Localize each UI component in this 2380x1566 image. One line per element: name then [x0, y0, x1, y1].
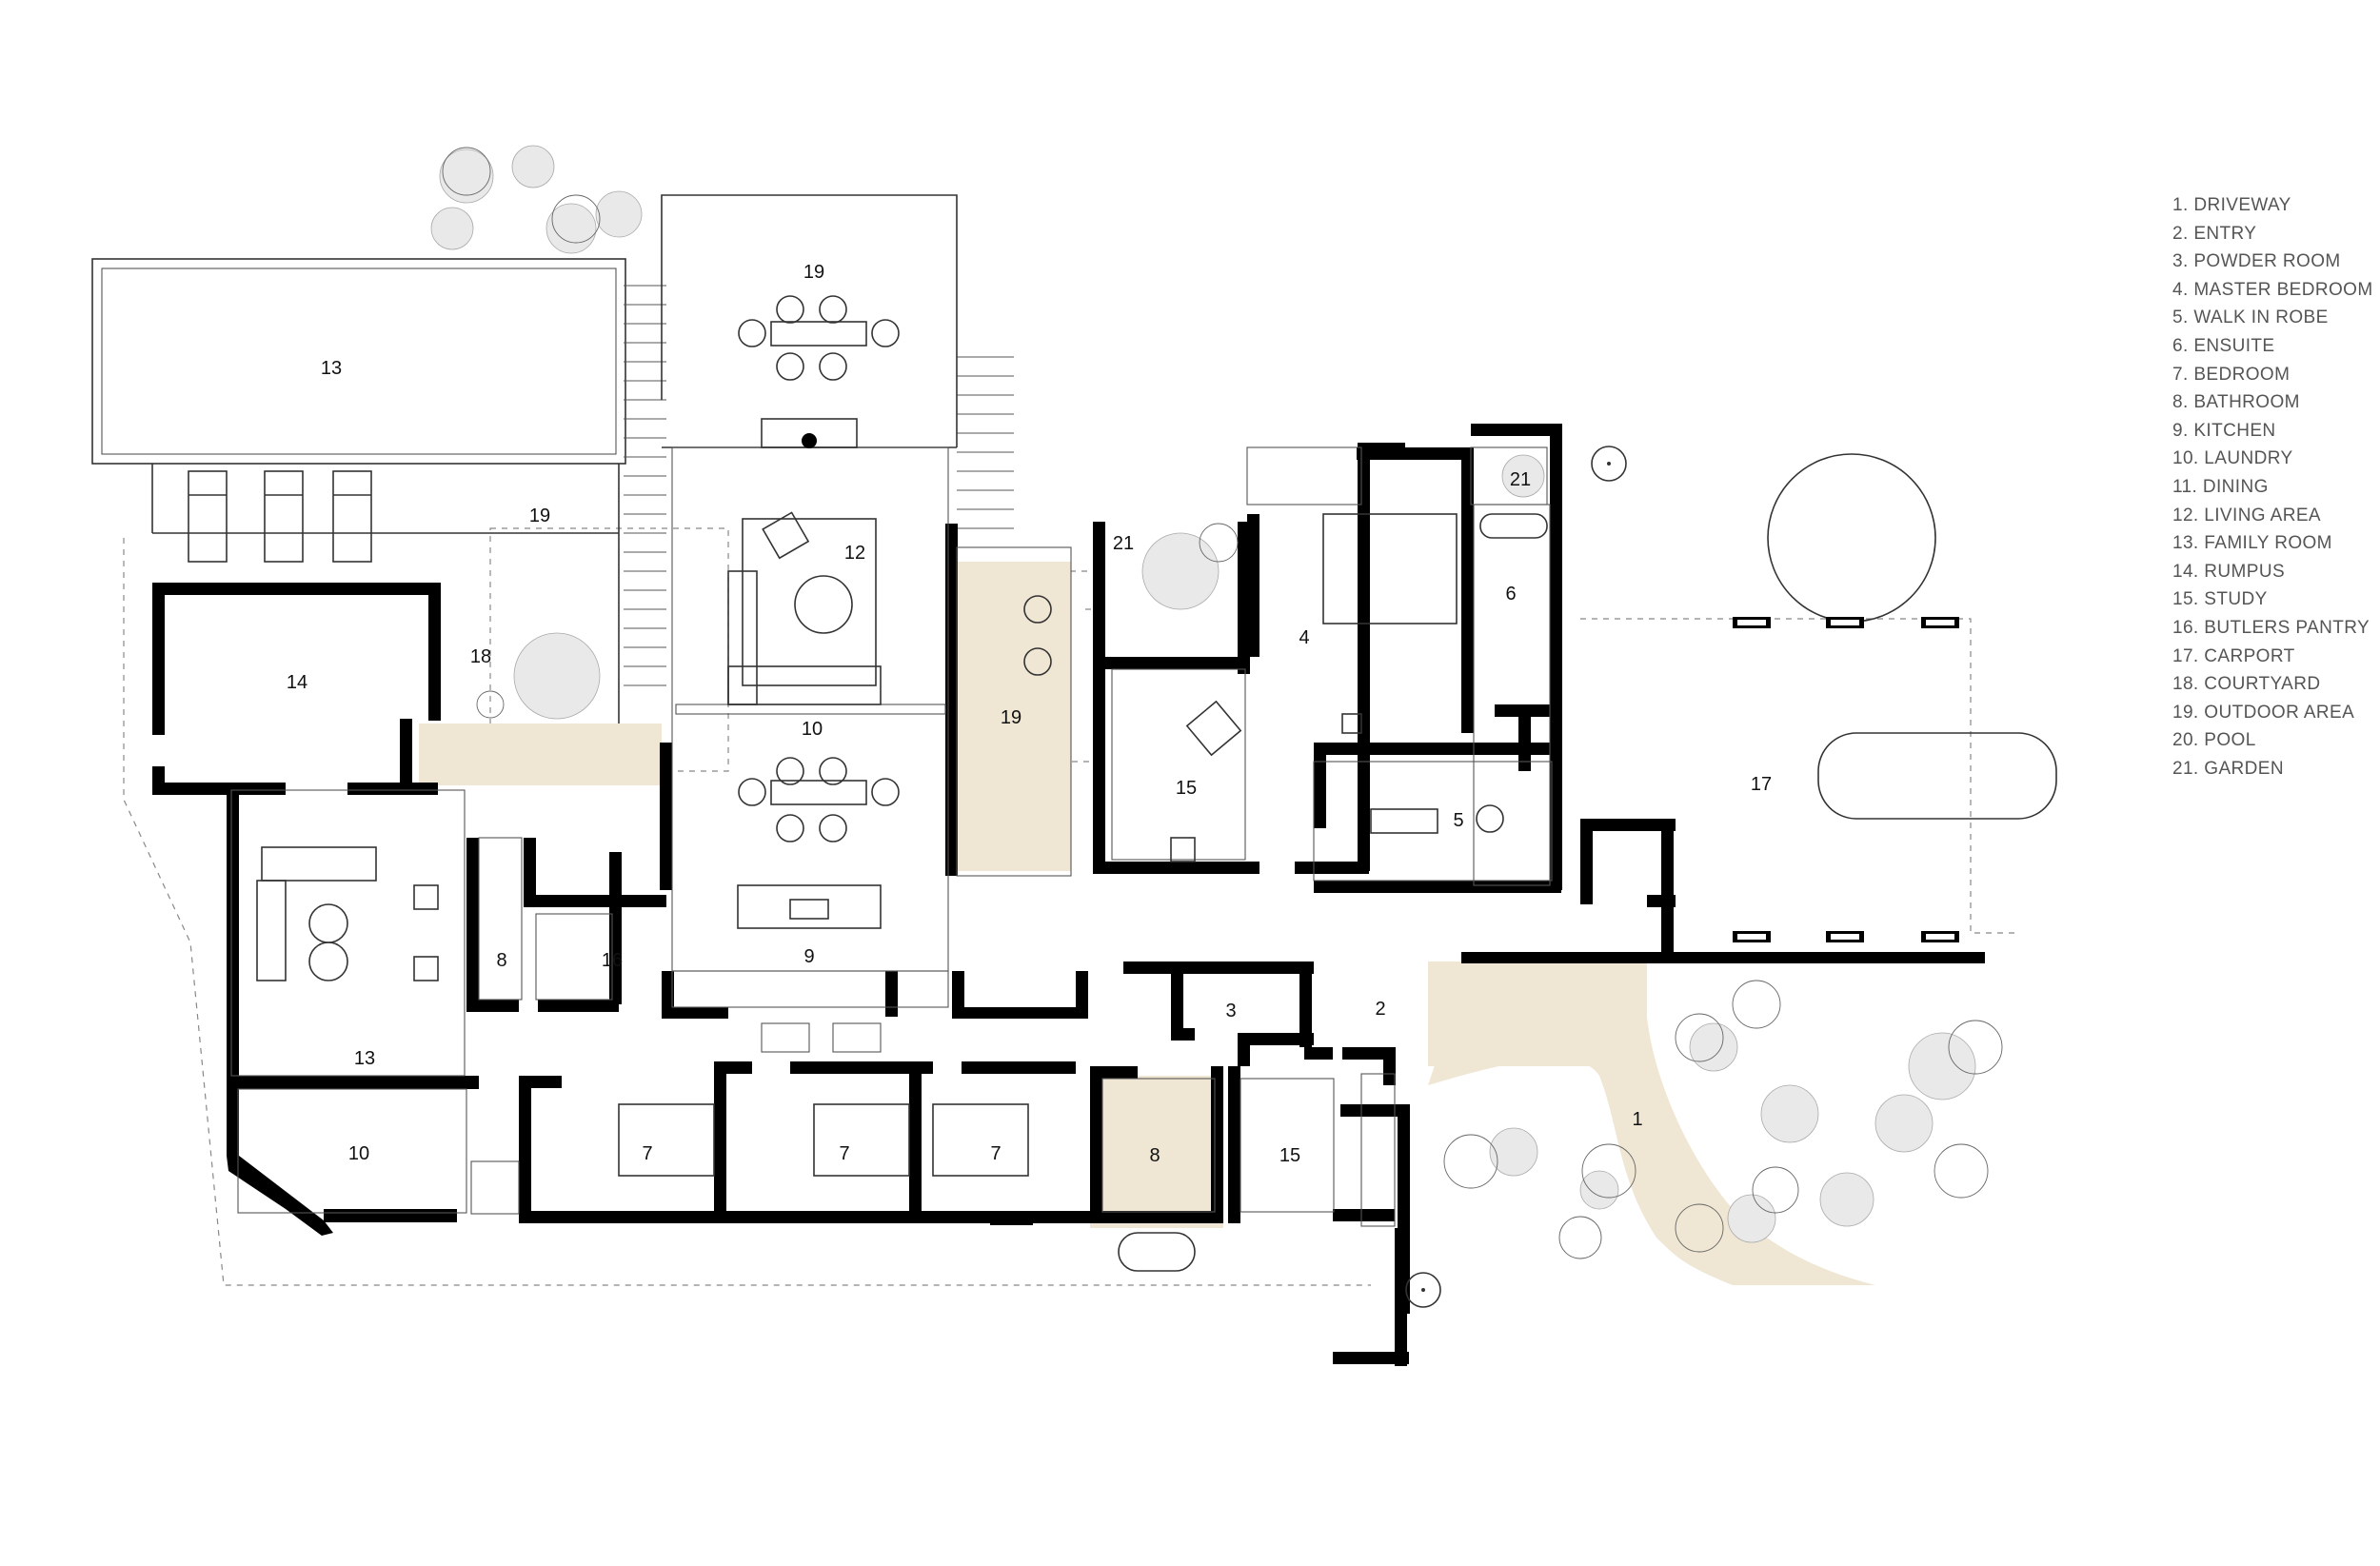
room-label-bedroom-2: 7 [839, 1143, 849, 1164]
legend-item: 16. BUTLERS PANTRY [2172, 617, 2370, 638]
beds [618, 1103, 1029, 1177]
room-label-master-bedroom: 4 [1299, 627, 1309, 648]
room-label-garden-b: 21 [1510, 469, 1531, 490]
carport-features [802, 433, 1959, 1308]
legend-item: 13. FAMILY ROOM [2172, 533, 2332, 554]
room-label-laundry: 10 [348, 1143, 369, 1164]
room-label-carport: 17 [1751, 774, 1772, 795]
deck-steps [624, 285, 1014, 686]
room-label-living: 12 [844, 543, 865, 564]
walls [152, 424, 1985, 1366]
room-label-garden-a: 21 [1113, 533, 1134, 554]
legend: 1. DRIVEWAY 2. ENTRY 3. POWDER ROOM 4. M… [2172, 191, 2372, 783]
legend-item: 17. CARPORT [2172, 645, 2295, 666]
room-label-bathroom-south: 8 [1149, 1145, 1160, 1166]
legend-item: 4. MASTER BEDROOM [2172, 279, 2373, 300]
legend-item: 18. COURTYARD [2172, 674, 2321, 695]
legend-item: 9. KITCHEN [2172, 420, 2276, 441]
furniture [256, 295, 2057, 1272]
room-label-walk-in-robe: 5 [1453, 810, 1463, 831]
vegetation [430, 145, 2003, 1259]
room-label-study-north: 15 [1176, 778, 1197, 799]
room-label-butlers-pantry: 16 [602, 950, 623, 971]
legend-item: 15. STUDY [2172, 589, 2268, 610]
room-label-bedroom-1: 7 [642, 1143, 652, 1164]
room-label-bedroom-3: 7 [990, 1143, 1001, 1164]
legend-item: 2. ENTRY [2172, 223, 2257, 244]
legend-item: 7. BEDROOM [2172, 364, 2291, 385]
room-label-bathroom-west: 8 [496, 950, 506, 971]
room-label-entry: 2 [1375, 999, 1385, 1020]
legend-item: 5. WALK IN ROBE [2172, 307, 2329, 328]
legend-item: 1. DRIVEWAY [2172, 195, 2291, 215]
legend-item: 20. POOL [2172, 730, 2256, 751]
legend-item: 14. RUMPUS [2172, 561, 2286, 582]
legend-item: 19. OUTDOOR AREA [2172, 702, 2355, 723]
room-label-family-room: 13 [354, 1048, 375, 1069]
room-label-dining: 10 [802, 719, 823, 740]
room-label-outdoor-north: 19 [803, 262, 824, 283]
legend-item: 11. DINING [2172, 476, 2269, 497]
room-label-rumpus: 14 [287, 672, 307, 693]
room-label-driveway: 1 [1632, 1109, 1642, 1130]
legend-item: 10. LAUNDRY [2172, 448, 2293, 469]
room-labels: 13 19 19 19 14 18 12 10 9 21 21 4 6 5 15… [287, 262, 1772, 1166]
room-label-study-south: 15 [1279, 1145, 1300, 1166]
legend-item: 21. GARDEN [2172, 758, 2284, 779]
legend-item: 12. LIVING AREA [2172, 505, 2321, 525]
room-label-courtyard: 18 [470, 646, 491, 667]
room-label-pool: 13 [321, 358, 342, 379]
legend-item: 6. ENSUITE [2172, 335, 2275, 356]
sun-loungers [188, 470, 372, 563]
room-label-outdoor-west: 19 [529, 505, 550, 526]
room-label-ensuite: 6 [1505, 584, 1516, 605]
beige-zones [419, 562, 1875, 1285]
room-label-powder-room: 3 [1225, 1001, 1236, 1021]
legend-item: 3. POWDER ROOM [2172, 251, 2341, 272]
room-label-outdoor-east: 19 [1001, 707, 1021, 728]
legend-item: 8. BATHROOM [2172, 392, 2300, 413]
room-label-kitchen: 9 [803, 946, 814, 967]
